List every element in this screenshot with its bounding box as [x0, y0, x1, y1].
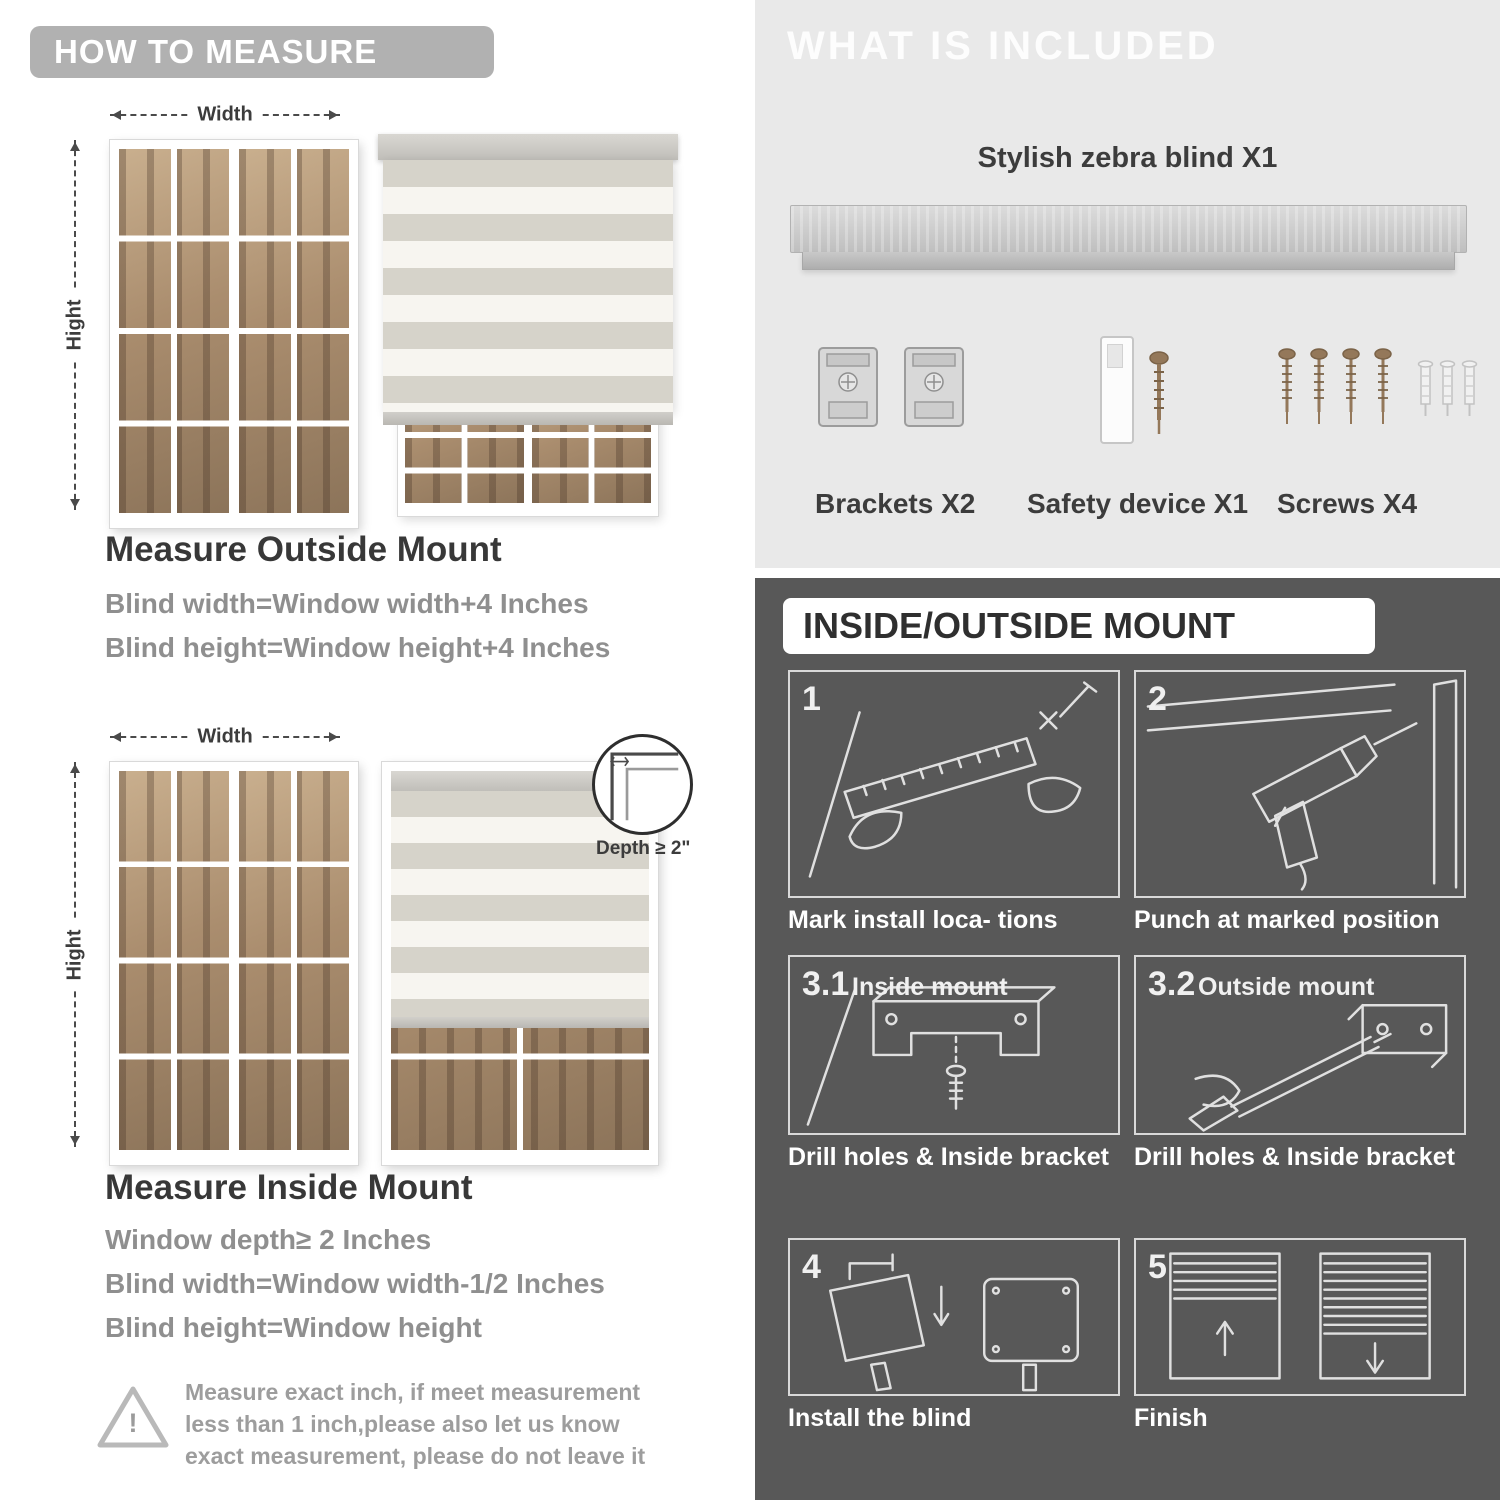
- zebra-stripes: [391, 791, 649, 1017]
- inside-mount-line2: Blind width=Window width-1/2 Inches: [105, 1268, 605, 1299]
- outside-mount-line1: Blind width=Window width+4 Inches: [105, 588, 589, 619]
- window-sash: [119, 771, 229, 1156]
- step-mount-type-label: Inside mount: [852, 973, 1008, 1001]
- step-3-1-panel: 3.1 Inside mount: [788, 955, 1120, 1135]
- step-4: 4 Install the blind: [788, 1238, 1120, 1433]
- step-5: 5 Finish: [1134, 1238, 1466, 1433]
- window-sash: [239, 771, 349, 1156]
- window-sash: [239, 149, 349, 519]
- step-caption: Install the blind: [788, 1404, 972, 1432]
- warning-exclamation: !: [128, 1408, 138, 1438]
- bracket-icon: [903, 346, 965, 428]
- step-1-panel: 1: [788, 670, 1120, 898]
- blind-bottom-rail: [383, 412, 673, 425]
- window-corner-detail: [610, 752, 679, 821]
- step-1: 1 Mark install loca- tions: [788, 670, 1120, 935]
- width-dimension-arrow: Width: [110, 103, 340, 127]
- zebra-blind-outside-illustration: [378, 134, 678, 516]
- screw-icon: [1147, 350, 1171, 436]
- finish-illustration: [1169, 1252, 1431, 1380]
- window-sash: [119, 149, 229, 519]
- blind-cassette: [391, 771, 649, 791]
- screws-and-anchors-icon: [1275, 346, 1485, 441]
- step-3-2-panel: 3.2 Outside mount: [1134, 955, 1466, 1135]
- step-number: 5: [1148, 1248, 1167, 1286]
- step-number: 3.1: [802, 965, 850, 1003]
- mount-header: INSIDE/OUTSIDE MOUNT: [783, 598, 1375, 654]
- width-label: Width: [188, 725, 262, 749]
- width-label: Width: [188, 103, 262, 127]
- outside-mount-figure: Width Hight: [60, 100, 720, 540]
- zebra-stripes: [383, 160, 673, 412]
- step-4-panel: 4: [788, 1238, 1120, 1396]
- how-to-measure-header: HOW TO MEASURE: [30, 26, 494, 78]
- outside-mount-line2: Blind height=Window height+4 Inches: [105, 632, 611, 663]
- drill-illustration: [1146, 679, 1458, 891]
- install-blind-illustration: [828, 1253, 1080, 1392]
- depth-label: Depth ≥ 2": [596, 838, 691, 859]
- safety-device-icon: [1100, 336, 1134, 444]
- mark-locations-illustration: [808, 681, 1098, 878]
- step-5-panel: 5: [1134, 1238, 1466, 1396]
- inside-mount-line1: Window depth≥ 2 Inches: [105, 1224, 432, 1255]
- height-dimension-arrow: Hight: [63, 762, 87, 1147]
- safety-device-label: Safety device X1: [1027, 488, 1249, 519]
- step-number: 3.2: [1148, 965, 1196, 1003]
- depth-detail-callout: [592, 734, 693, 835]
- bracket-icon: [817, 346, 879, 428]
- brackets-label: Brackets X2: [815, 488, 976, 519]
- inside-mount-title: Measure Inside Mount: [105, 1168, 473, 1207]
- screws-label: Screws X4: [1277, 488, 1418, 519]
- zebra-blind-label: Stylish zebra blind X1: [977, 142, 1278, 174]
- step-caption: Drill holes & Inside bracket: [1134, 1143, 1455, 1171]
- height-dimension-arrow: Hight: [63, 140, 87, 510]
- height-label: Hight: [63, 919, 87, 990]
- step-caption: Punch at marked position: [1134, 906, 1440, 934]
- warning-triangle-icon: !: [95, 1382, 171, 1452]
- width-dimension-arrow: Width: [110, 725, 340, 749]
- outside-bracket-illustration: [1188, 1004, 1448, 1132]
- blind-headrail-lip: [802, 252, 1455, 270]
- what-is-included-header: WHAT IS INCLUDED: [787, 24, 1219, 68]
- step-number: 2: [1148, 680, 1167, 718]
- step-number: 4: [802, 1248, 821, 1286]
- inside-bracket-illustration: [806, 986, 1056, 1126]
- measure-note: Measure exact inch, if meet measurement …: [185, 1379, 646, 1470]
- inside-mount-figure: Width Hight Depth: [60, 722, 740, 1167]
- step-caption: Drill holes & Inside bracket: [788, 1143, 1109, 1171]
- inside-mount-line3: Blind height=Window height: [105, 1312, 482, 1343]
- what-is-included-section: WHAT IS INCLUDED Stylish zebra blind X1: [755, 0, 1500, 568]
- step-3-1: 3.1 Inside mount Drill holes & Inside br…: [788, 955, 1120, 1172]
- window-illustration: [110, 140, 358, 528]
- zebra-blind-inside-illustration: [382, 762, 658, 1165]
- blind-headrail-illustration: [790, 205, 1467, 253]
- step-number: 1: [802, 680, 821, 718]
- blind-bottom-rail: [391, 1017, 649, 1028]
- height-label: Hight: [63, 290, 87, 360]
- step-2: 2 Punch at marked position: [1134, 670, 1466, 935]
- blind-cassette: [378, 134, 678, 160]
- step-caption: Finish: [1134, 1404, 1208, 1432]
- step-mount-type-label: Outside mount: [1198, 973, 1375, 1001]
- window-illustration: [110, 762, 358, 1165]
- mount-instructions-section: INSIDE/OUTSIDE MOUNT 1 Mark in: [755, 578, 1500, 1500]
- step-caption: Mark install loca- tions: [788, 906, 1058, 934]
- step-2-panel: 2: [1134, 670, 1466, 898]
- outside-mount-title: Measure Outside Mount: [105, 530, 502, 569]
- step-3-2: 3.2 Outside mount Drill holes & Inside b…: [1134, 955, 1466, 1172]
